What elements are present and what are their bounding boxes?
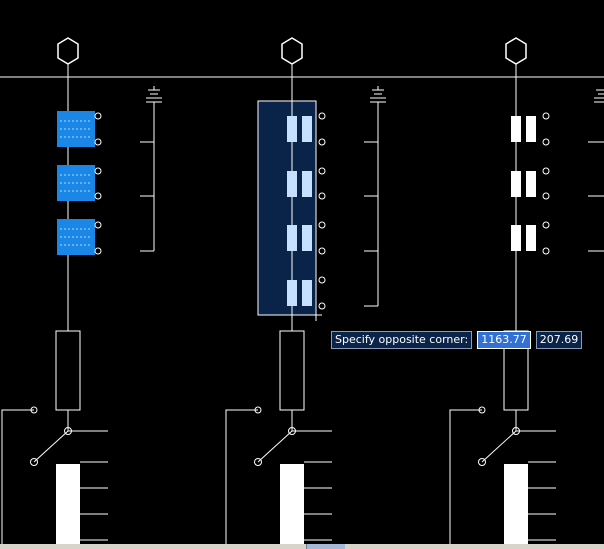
prompt-label: Specify opposite corner: bbox=[331, 331, 473, 349]
column-1-busbar bbox=[56, 464, 80, 549]
y-coordinate-input[interactable]: 207.69 bbox=[535, 331, 583, 349]
column-1-ground-bracket bbox=[140, 86, 162, 252]
column-3-units bbox=[511, 112, 550, 255]
column-2-switch bbox=[225, 406, 332, 549]
column-2-breaker bbox=[279, 330, 305, 411]
terminal-node-2 bbox=[281, 37, 303, 65]
terminal-node-3 bbox=[505, 37, 527, 65]
column-2-units bbox=[287, 112, 326, 310]
column-1[interactable] bbox=[1, 37, 162, 549]
dynamic-input-prompt: Specify opposite corner: 1163.77 207.69 bbox=[331, 331, 583, 349]
column-1-switch bbox=[1, 406, 108, 549]
crosshair-cursor-icon bbox=[310, 309, 322, 321]
column-2[interactable] bbox=[225, 37, 386, 549]
scrollbar-thumb[interactable] bbox=[306, 544, 345, 549]
column-3-switch bbox=[449, 406, 556, 549]
column-1-units bbox=[57, 111, 102, 255]
horizontal-scrollbar[interactable] bbox=[0, 544, 604, 549]
terminal-node-1 bbox=[57, 37, 79, 65]
column-3-ground-bracket bbox=[588, 89, 604, 252]
column-1-breaker bbox=[55, 330, 81, 411]
x-coordinate-input[interactable]: 1163.77 bbox=[477, 331, 531, 349]
column-3-busbar bbox=[504, 464, 528, 549]
column-3[interactable] bbox=[449, 37, 604, 549]
column-2-busbar bbox=[280, 464, 304, 549]
column-2-ground-bracket bbox=[364, 86, 386, 307]
